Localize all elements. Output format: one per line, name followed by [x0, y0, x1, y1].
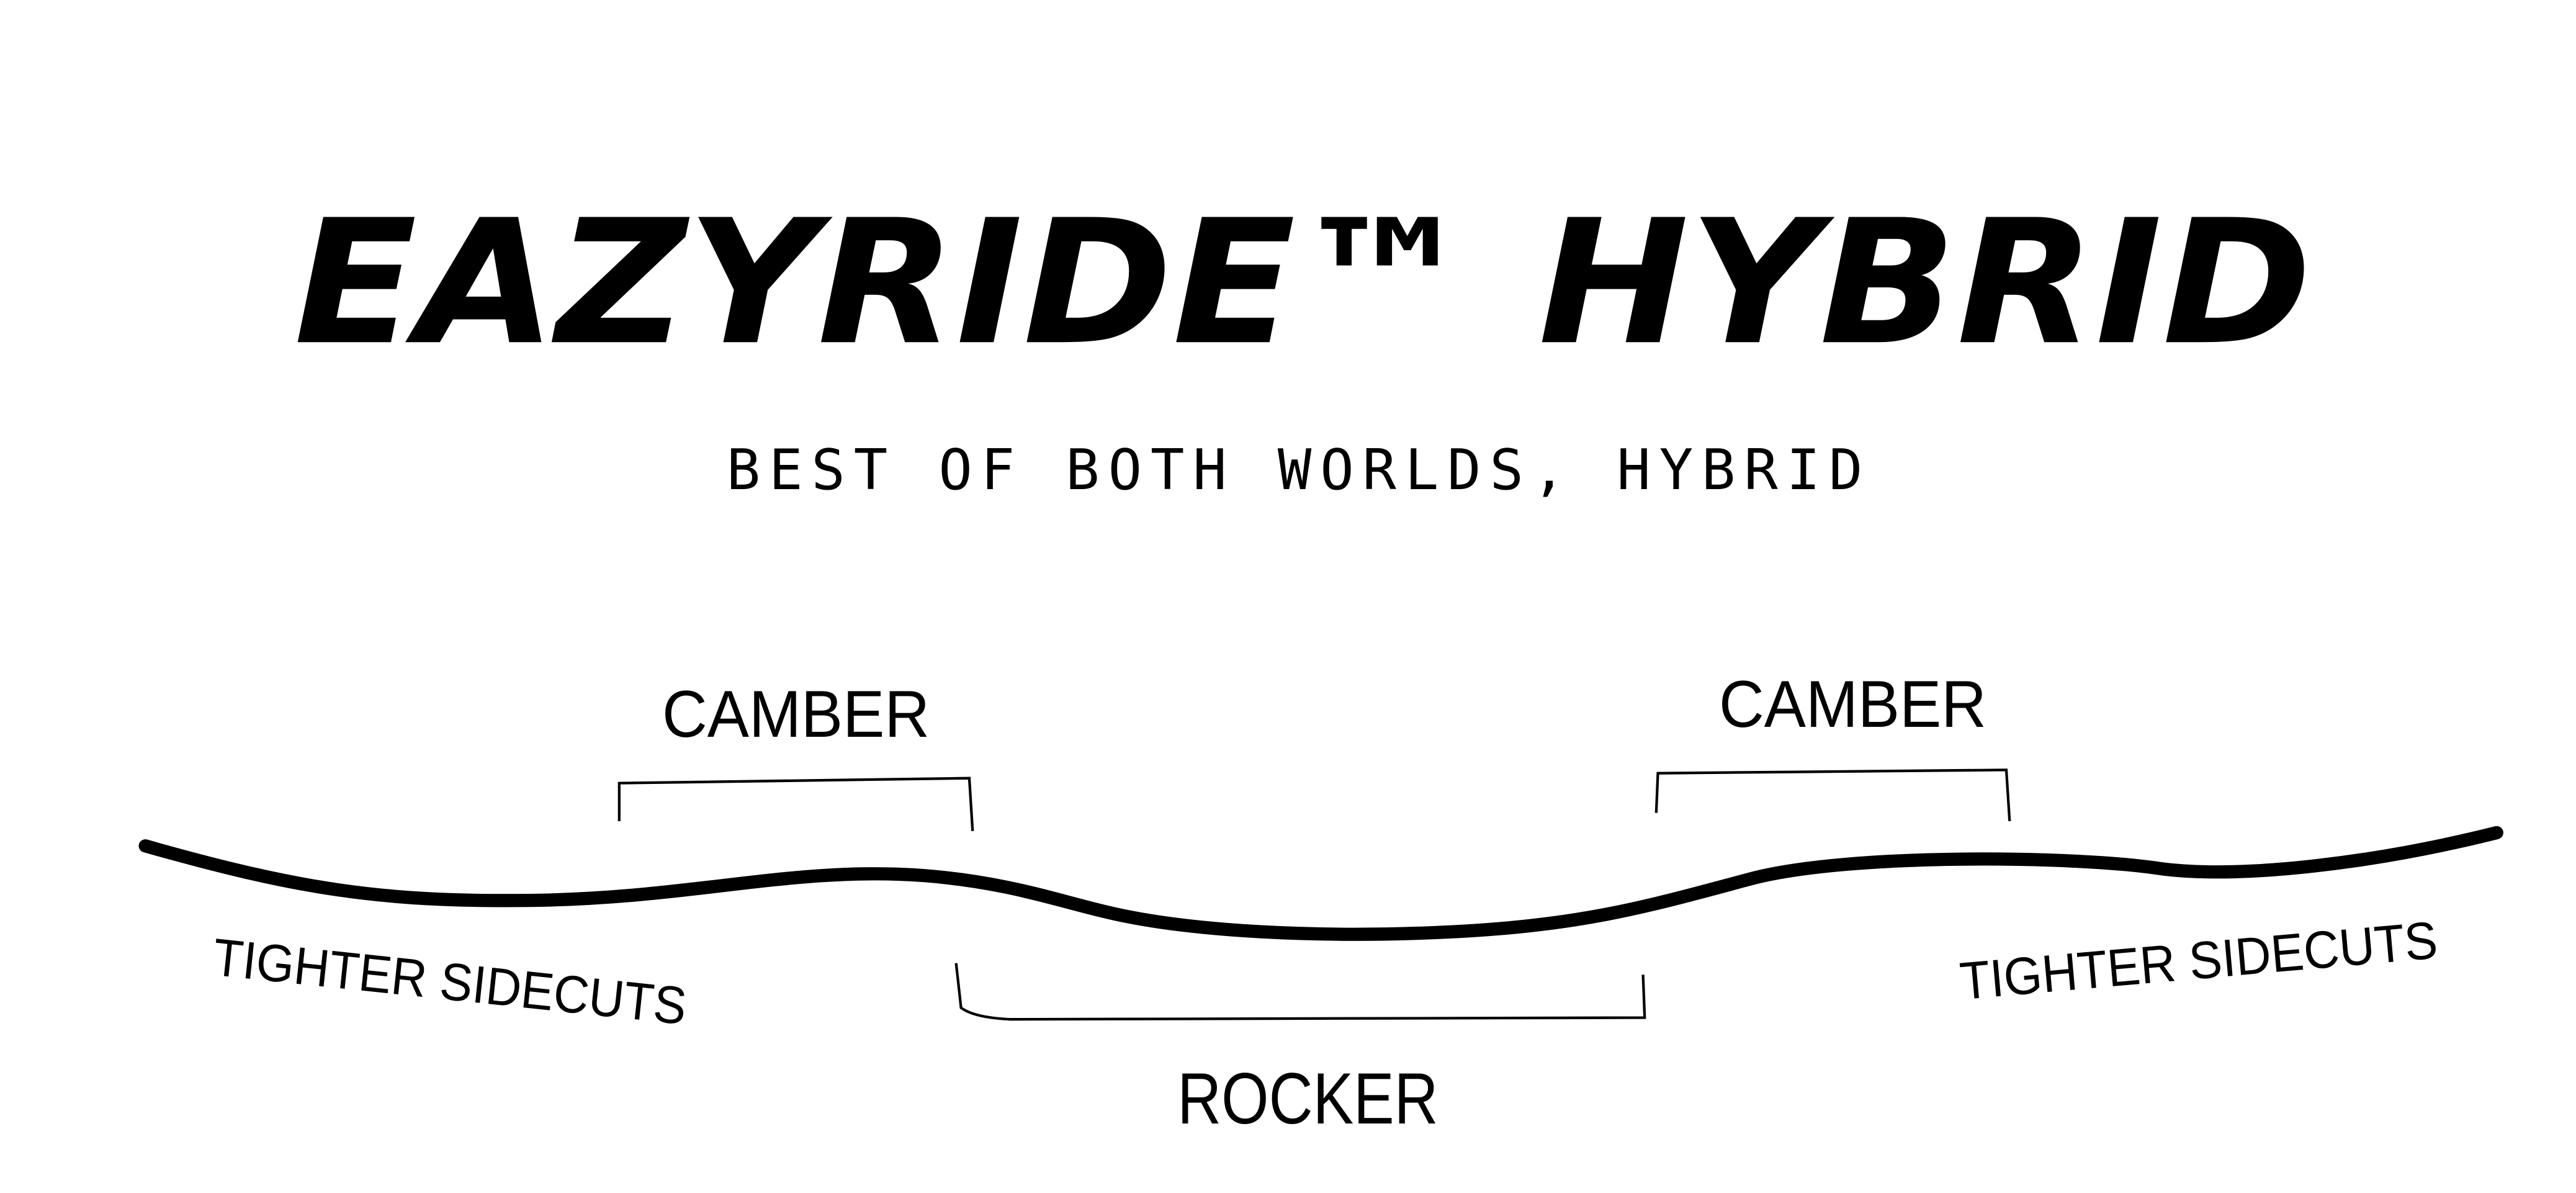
snowboard-profile-curve — [138, 826, 2503, 941]
rocker-label: ROCKER — [1177, 1058, 1438, 1139]
camber-label-left: CAMBER — [662, 677, 930, 751]
diagram-title: EAZYRIDE™ HYBRID — [294, 183, 2312, 383]
camber-bracket-right — [1654, 768, 2011, 822]
camber-label-right: CAMBER — [1719, 667, 1986, 741]
rocker-bracket — [954, 963, 1646, 1021]
camber-bracket-left — [617, 777, 974, 831]
diagram-subtitle: BEST OF BOTH WORLDS, HYBRID — [727, 438, 1863, 503]
sidecut-label-right: TIGHTER SIDECUTS — [1958, 911, 2440, 1011]
sidecut-label-left: TIGHTER SIDECUTS — [210, 928, 689, 1037]
